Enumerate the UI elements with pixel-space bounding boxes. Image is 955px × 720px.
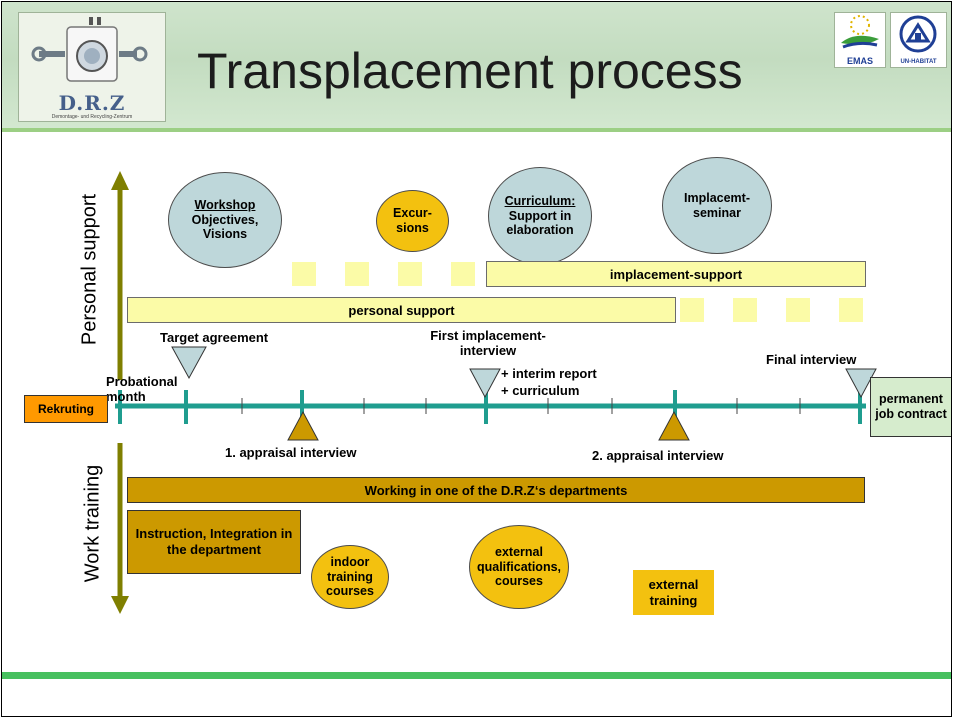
implacement-support-bar: implacement-support	[486, 261, 866, 287]
final-interview-marker-icon	[845, 368, 877, 399]
appraisal-2-marker-icon	[658, 410, 690, 441]
probational-month-label: Probational month	[106, 374, 178, 404]
washing-machine-icon	[31, 17, 148, 82]
personal-support-bar: personal support	[127, 297, 676, 323]
indoor-courses-label: indoor training courses	[326, 554, 374, 599]
un-habitat-logo: UN-HABITAT	[890, 12, 947, 68]
support-block-2	[345, 262, 369, 286]
instruction-label: Instruction, Integration in the departme…	[135, 526, 293, 557]
curriculum-body: Support in elaboration	[506, 208, 574, 238]
appraisal-1-marker-icon	[287, 410, 319, 441]
first-interview-marker-icon	[469, 368, 501, 399]
curriculum-label: + curriculum	[501, 383, 580, 398]
drz-logo-text: D.R.Z	[58, 91, 126, 115]
final-interview-label: Final interview	[766, 352, 857, 367]
instruction-box: Instruction, Integration in the departme…	[127, 510, 301, 574]
workshop-body: Objectives, Visions	[191, 212, 259, 242]
support-block-3	[398, 262, 422, 286]
implacement-seminar-label: Implacemt-seminar	[684, 190, 750, 220]
appraisal-1-label: 1. appraisal interview	[225, 445, 357, 460]
header-divider	[2, 128, 952, 132]
rekruting-box: Rekruting	[24, 395, 108, 423]
support-block-1	[292, 262, 316, 286]
target-agreement-label: Target agreement	[160, 330, 269, 345]
external-training-label: external training	[648, 576, 699, 608]
emas-logo: EMAS	[834, 12, 886, 68]
working-departments-bar: Working in one of the D.R.Z‘s department…	[127, 477, 865, 503]
excursions-label: Excur-sions	[393, 206, 432, 235]
first-interview-label: First implacement-interview	[430, 328, 546, 358]
emas-emblem-icon	[841, 15, 879, 49]
footer-divider	[2, 672, 952, 679]
external-qualifications-bubble: external qualifications, courses	[469, 525, 569, 609]
un-habitat-emblem-icon	[899, 15, 937, 53]
interim-report-label: + interim report	[501, 366, 597, 381]
excursions-bubble: Excur-sions	[376, 190, 449, 252]
workshop-title: Workshop	[194, 197, 256, 212]
external-qualifications-label: external qualifications, courses	[476, 544, 562, 589]
indoor-courses-bubble: indoor training courses	[311, 545, 389, 609]
personal-support-block-2	[733, 298, 757, 322]
emas-logo-text: EMAS	[846, 56, 873, 66]
axis-down-arrow-icon	[111, 596, 129, 614]
curriculum-title: Curriculum:	[504, 193, 576, 208]
permanent-contract-label: permanent job contract	[875, 392, 947, 421]
un-habitat-logo-text: UN-HABITAT	[900, 59, 937, 65]
vertical-axis	[111, 171, 129, 614]
drz-logo-subtitle: Demontage- und Recycling-Zentrum	[51, 114, 133, 120]
curriculum-bubble: Curriculum:Support in elaboration	[488, 167, 592, 265]
personal-support-block-1	[680, 298, 704, 322]
personal-support-block-3	[786, 298, 810, 322]
slide-title: Transplacement process	[197, 43, 743, 99]
target-agreement-marker-icon	[171, 346, 207, 380]
drz-logo: D.R.Z Demontage- und Recycling-Zentrum	[18, 12, 166, 122]
implacement-seminar-bubble: Implacemt-seminar	[662, 157, 772, 254]
axis-up-arrow-icon	[111, 171, 129, 190]
support-block-4	[451, 262, 475, 286]
external-training-box: external training	[633, 570, 714, 615]
personal-support-block-4	[839, 298, 863, 322]
appraisal-2-label: 2. appraisal interview	[592, 448, 724, 463]
